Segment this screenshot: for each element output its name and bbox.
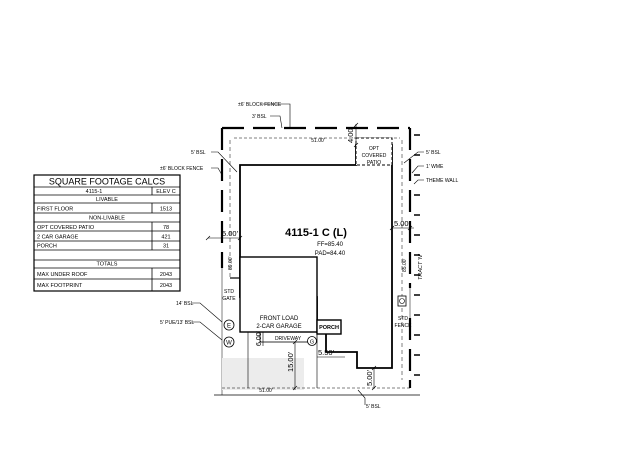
dim-bottom-setback: 5.00' (365, 369, 374, 386)
dim-right-setback: 5.00' (394, 219, 411, 228)
std-gate-label-1: STD (224, 289, 234, 295)
driveway (259, 331, 318, 343)
patio-label-line1: OPT (369, 146, 379, 152)
dim-garage-offset: 6.00' (256, 331, 263, 346)
std-fence-label-2: FENCE (395, 323, 413, 329)
callout-pue-bsl: 5' PUE/13' BSL (160, 320, 194, 326)
table-garage-label: 2 CAR GARAGE (37, 235, 79, 241)
electric-meter-icon (223, 319, 235, 331)
lot-bottom-width: 51.00' (259, 388, 273, 394)
table-first-floor-value: 1513 (160, 207, 172, 213)
square-footage-table: SQUARE FOOTAGE CALCS 4115-1 ELEV C LIVAB… (33, 174, 181, 292)
table-title: SQUARE FOOTAGE CALCS (49, 177, 165, 187)
water-meter-label: W (226, 341, 232, 347)
table-max-footprint-value: 2043 (160, 283, 172, 289)
garage-label-line2: 2-CAR GARAGE (256, 324, 301, 330)
driveway-label: DRIVEWAY (275, 336, 302, 342)
patio-label-line2: COVERED (362, 153, 387, 159)
callout-block-fence-left: ±6' BLOCK FENCE (160, 166, 204, 172)
electric-meter-label: E (227, 324, 231, 330)
pad-label: PAD=84.40 (315, 251, 346, 257)
dim-left-setback: 5.00' (222, 229, 239, 238)
callout-block-fence-top: ±6' BLOCK FENCE (238, 102, 282, 108)
garage-label-line1: FRONT LOAD (260, 316, 299, 322)
garage (239, 256, 318, 333)
callout-bsl-14: 14' BSL (176, 301, 194, 307)
gas-meter-label: G (310, 339, 314, 345)
callout-bsl-left: 5' BSL (191, 150, 206, 156)
callout-theme-wall: THEME WALL (426, 178, 459, 184)
std-fence-label-1: STD (398, 316, 408, 322)
callout-bsl-right: 5' BSL (426, 150, 441, 156)
table-porch-value: 31 (163, 244, 169, 250)
dim-rear-setback: 4.00' (346, 126, 355, 143)
table-elev-label: ELEV C (156, 189, 176, 195)
table-patio-label: OPT COVERED PATIO (37, 225, 95, 231)
table-non-livable-header: NON-LIVABLE (89, 216, 125, 222)
dimensions (205, 122, 414, 391)
theme-wall (414, 134, 420, 376)
std-gate-label-2: GATE (222, 296, 236, 302)
dim-porch-offset: 5.50' (318, 348, 335, 357)
callout-wme: 1' WME (426, 164, 444, 170)
porch-label: PORCH (319, 325, 339, 331)
porch (316, 319, 342, 335)
table-max-under-roof-value: 2043 (160, 272, 172, 278)
table-garage-value: 421 (161, 235, 170, 241)
ff-label: FF=85.40 (317, 242, 344, 248)
table-max-footprint-label: MAX FOOTPRINT (37, 283, 83, 289)
table-plan-label: 4115-1 (86, 189, 103, 195)
house-footprint: 4115-1 C (L) FF=85.40 PAD=84.40 FRONT LO… (222, 137, 424, 388)
house-label: 4115-1 C (L) (285, 227, 347, 239)
table-totals-header: TOTALS (97, 262, 118, 268)
dim-front-setback: 15.00' (286, 351, 295, 372)
utility-markers: E W G (223, 319, 317, 348)
gas-meter-icon (307, 336, 317, 346)
callout-bsl-bottom: 5' BSL (366, 404, 381, 410)
lot-top-width: 51.00' (311, 138, 325, 144)
front-yard: 51.00' (214, 358, 420, 396)
callout-leaders (192, 103, 424, 405)
covered-patio (355, 137, 393, 166)
water-meter-icon (223, 336, 235, 348)
callout-bsl-top: 3' BSL (252, 114, 267, 120)
table-max-under-roof-label: MAX UNDER ROOF (37, 272, 88, 278)
table-porch-label: PORCH (37, 244, 57, 250)
table-patio-value: 78 (163, 225, 169, 231)
table-first-floor-label: FIRST FLOOR (37, 207, 73, 213)
patio-label-line3: PATIO (367, 160, 381, 166)
lot-side-dim: 89.00' (228, 256, 234, 270)
tract-label: TRACT 'N' (418, 253, 424, 280)
table-livable-header: LIVABLE (96, 197, 118, 203)
equipment-pad (397, 295, 407, 307)
lot-right-dim: 85.00' (402, 258, 408, 272)
